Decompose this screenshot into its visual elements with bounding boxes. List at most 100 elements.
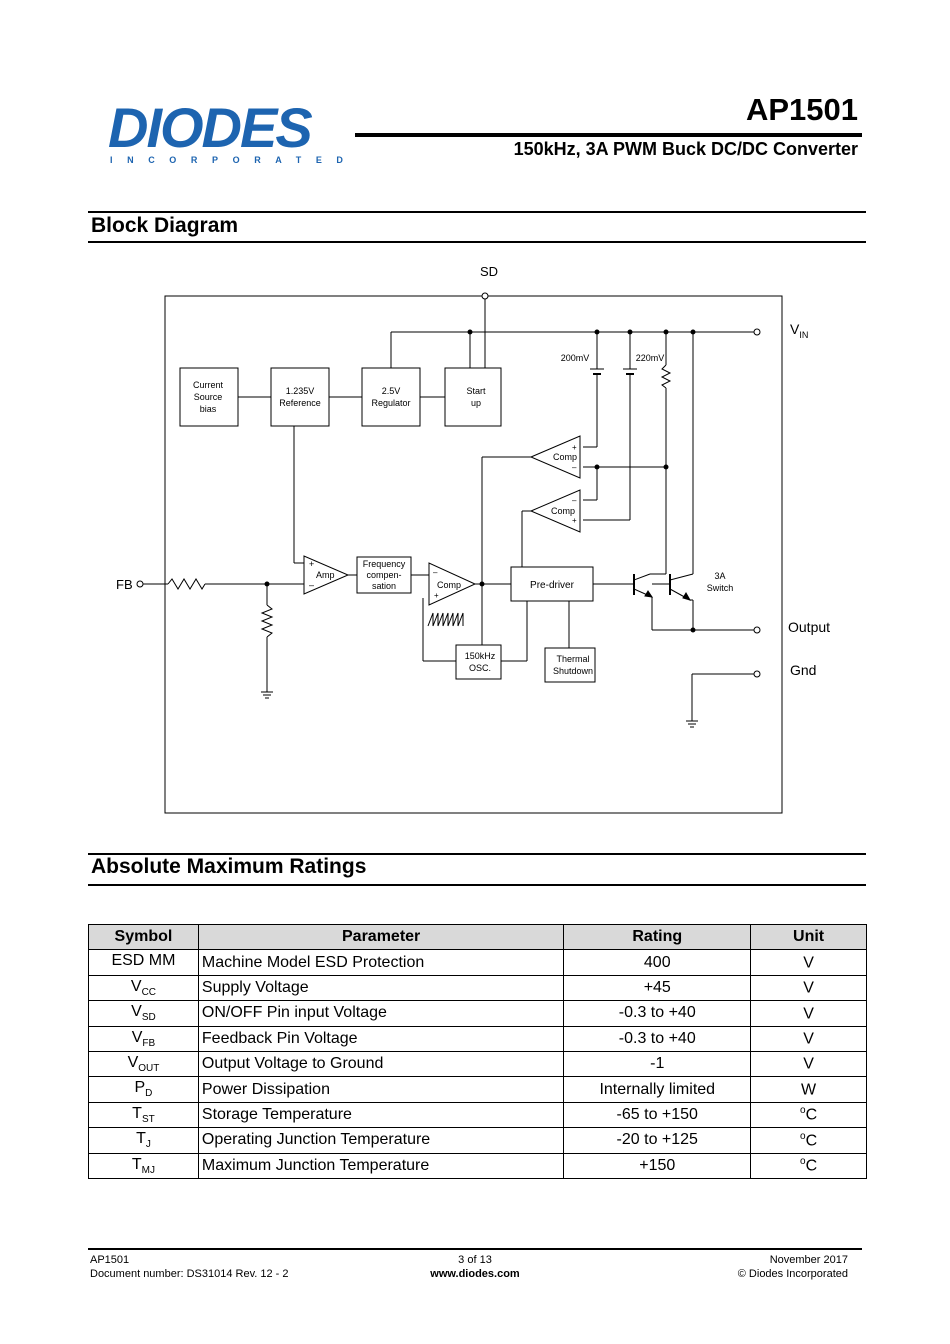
symbol-cell: VSD	[88, 1000, 199, 1027]
svg-text:+: +	[434, 591, 439, 600]
svg-text:Amp: Amp	[316, 570, 335, 580]
col-symbol: Symbol	[88, 923, 199, 951]
unit-cell: oC	[750, 1127, 867, 1154]
footer-right: November 2017 © Diodes Incorporated	[738, 1253, 848, 1281]
symbol-cell: PD	[88, 1076, 199, 1103]
vin-pin-label: VIN	[790, 321, 808, 340]
svg-text:–: –	[433, 568, 438, 577]
svg-text:Shutdown: Shutdown	[553, 666, 593, 676]
startup-block	[444, 367, 502, 427]
svg-text:–: –	[309, 580, 314, 590]
document-subtitle: 150kHz, 3A PWM Buck DC/DC Converter	[513, 139, 858, 159]
gnd-pin-label: Gnd	[790, 662, 816, 678]
footer-rule	[88, 1248, 862, 1250]
svg-text:up: up	[471, 398, 481, 408]
unit-cell: V	[750, 1025, 867, 1052]
svg-text:OSC.: OSC.	[469, 663, 491, 673]
svg-text:Switch: Switch	[707, 583, 734, 593]
ratings-title: Absolute Maximum Ratings	[91, 855, 367, 878]
header-rule	[355, 133, 862, 137]
svg-text:–: –	[572, 463, 577, 472]
parameter-cell: Storage Temperature	[197, 1101, 565, 1129]
unit-cell: V	[750, 1050, 867, 1078]
footer-website[interactable]: www.diodes.com	[430, 1268, 520, 1280]
rating-cell: 400	[563, 949, 752, 976]
rating-cell: -20 to +125	[563, 1127, 752, 1154]
unit-cell: W	[750, 1076, 867, 1103]
oscillator-block	[455, 644, 502, 680]
block-diagram-title: Block Diagram	[91, 214, 239, 237]
fb-pin-label: FB	[116, 577, 133, 592]
output-pin	[753, 626, 761, 634]
symbol-cell: ESD MM	[88, 949, 199, 976]
svg-text:Comp: Comp	[437, 580, 461, 590]
section-rule-top	[88, 853, 866, 855]
svg-text:Current: Current	[193, 380, 224, 390]
symbol-cell: TJ	[88, 1127, 199, 1154]
parameter-cell: Machine Model ESD Protection	[197, 949, 565, 976]
fb-pin	[136, 580, 144, 588]
rating-cell: +45	[563, 974, 752, 1002]
footer-left: AP1501 Document number: DS31014 Rev. 12 …	[90, 1253, 289, 1281]
parameter-cell: Operating Junction Temperature	[197, 1127, 565, 1154]
svg-text:3A: 3A	[714, 571, 725, 581]
svg-text:bias: bias	[200, 404, 217, 414]
svg-text:Comp: Comp	[551, 506, 575, 516]
rating-cell: Internally limited	[563, 1076, 752, 1103]
table-header-row: Symbol Parameter Rating Unit	[88, 923, 867, 951]
unit-cell: V	[750, 1000, 867, 1027]
symbol-cell: VOUT	[88, 1050, 199, 1078]
thermal-shutdown-block	[544, 647, 596, 683]
footer-page: 3 of 13	[458, 1254, 492, 1266]
svg-text:+: +	[309, 559, 314, 569]
rating-cell: -65 to +150	[563, 1101, 752, 1129]
col-parameter: Parameter	[197, 923, 565, 951]
unit-cell: V	[750, 949, 867, 976]
unit-cell: V	[750, 974, 867, 1002]
svg-text:Thermal: Thermal	[556, 654, 589, 664]
symbol-cell: TST	[88, 1101, 199, 1129]
svg-text:Reference: Reference	[279, 398, 321, 408]
rating-cell: -0.3 to +40	[563, 1025, 752, 1052]
footer-part: AP1501	[90, 1254, 130, 1266]
section-rule-bottom	[88, 241, 866, 243]
svg-text:sation: sation	[372, 581, 396, 591]
part-number: AP1501	[745, 92, 858, 127]
section-rule-top	[88, 211, 866, 213]
rating-cell: -0.3 to +40	[563, 1000, 752, 1027]
svg-text:1.235V: 1.235V	[286, 386, 315, 396]
vin-pin	[753, 328, 761, 336]
footer-copyright: © Diodes Incorporated	[737, 1268, 848, 1280]
chip-outline	[164, 295, 783, 814]
block-diagram: SD VIN 200mV 220mV Current Source bias 1…	[116, 264, 830, 814]
diodes-logo: DIODES INCORPORATED	[108, 100, 358, 170]
svg-text:Regulator: Regulator	[371, 398, 410, 408]
regulator-block	[361, 367, 421, 427]
reference-block	[270, 367, 330, 427]
parameter-cell: Output Voltage to Ground	[197, 1050, 565, 1078]
output-pin-label: Output	[788, 619, 830, 635]
sd-pin-label: SD	[480, 264, 498, 279]
parameter-cell: ON/OFF Pin input Voltage	[197, 1000, 565, 1027]
error-amp	[303, 555, 350, 595]
sawtooth-icon	[427, 612, 464, 627]
svg-text:Comp: Comp	[553, 452, 577, 462]
unit-cell: oC	[750, 1152, 867, 1179]
parameter-cell: Maximum Junction Temperature	[197, 1152, 565, 1179]
parameter-cell: Power Dissipation	[197, 1076, 565, 1103]
rating-cell: +150	[563, 1152, 752, 1179]
footer-doc-number: Document number: DS31014 Rev. 12 - 2	[90, 1268, 289, 1280]
sd-pin	[481, 292, 489, 300]
v220-label: 220mV	[636, 353, 665, 363]
v200-label: 200mV	[561, 353, 590, 363]
gnd-pin	[753, 670, 761, 678]
rating-cell: -1	[563, 1050, 752, 1078]
pwm-comparator	[428, 562, 477, 606]
